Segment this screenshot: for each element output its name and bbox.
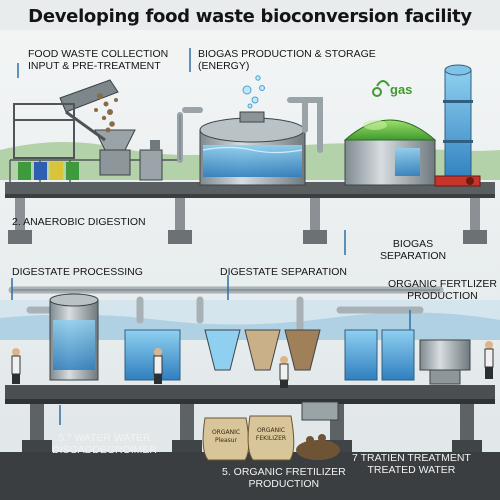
- label-organic-fertilizer: ORGANIC FERTLIZER PRODUCTION: [388, 278, 497, 302]
- sack-1-label-line2: Pleasur: [215, 437, 238, 444]
- label-collection-line1: FOOD WASTE COLLECTION: [28, 48, 169, 60]
- compost-pile: [296, 434, 340, 460]
- lower-platform: [5, 385, 495, 399]
- label-collection-line2: INPUT & PRE-TREATMENT: [28, 60, 161, 72]
- discharge-hopper: [301, 401, 339, 421]
- label-water-line2: DISGADDEGROIMER: [52, 444, 158, 456]
- fertilizer-mixer: [419, 339, 471, 385]
- water-tank-2: [344, 329, 415, 381]
- label-biogas-separation-line1: BIOGAS: [392, 238, 434, 250]
- sack-2-label-line2: FEKILIZER: [256, 435, 286, 442]
- biogas-bubbles: [242, 75, 265, 109]
- label-collection: FOOD WASTE COLLECTION INPUT & PRE-TREATM…: [28, 48, 168, 72]
- label-biogas-separation-line2: SEPARATION: [380, 250, 447, 262]
- label-digestate-processing: DIGESTATE PROCESSING: [12, 266, 143, 278]
- worker-figure: [153, 348, 163, 384]
- label-anaerobic: 2. ANAEROBIC DIGESTION: [12, 216, 146, 228]
- label-organic-fertilizer-line2: PRODUCTION: [407, 290, 478, 302]
- digester-tank: [199, 111, 306, 186]
- purification-tower: [443, 64, 473, 183]
- label-treatment-line1: 7 TRATIEN TREATMENT: [352, 452, 471, 464]
- label-water: 5.° WATER WATER DISGADDEGROIMER: [52, 432, 157, 456]
- waste-hopper: [59, 79, 136, 176]
- sack-1-label-line1: ORGANIC: [212, 429, 240, 436]
- gas-holder-dome: [343, 119, 437, 186]
- label-organic-fertilizer-line1: ORGANIC FERTLIZER: [388, 278, 497, 290]
- gas-logo-mark: [372, 80, 390, 97]
- label-digestate-separation: DIGESTATE SEPARATION: [220, 266, 347, 278]
- waste-bins: [18, 162, 79, 180]
- diagram-title: Developing food waste bioconversion faci…: [28, 6, 472, 27]
- label-treatment-line2: TREATED WATER: [367, 464, 456, 476]
- label-fertilizer-production: 5. ORGANIC FRETILIZER PRODUCTION: [222, 466, 346, 490]
- label-biogas-line1: BIOGAS PRODUCTION & STORAGE: [198, 48, 376, 60]
- worker-figure: [279, 356, 289, 388]
- waste-particles: [94, 93, 118, 133]
- label-biogas-line2: (ENERGY): [198, 60, 250, 72]
- label-treatment: 7 TRATIEN TREATMENT TREATED WATER: [352, 452, 471, 476]
- water-tank-1: [124, 329, 181, 381]
- label-fertilizer-production-line2: PRODUCTION: [248, 478, 320, 490]
- worker-figure: [11, 348, 21, 384]
- fertilizer-sack: [247, 415, 295, 461]
- fertilizer-sack: [202, 417, 250, 461]
- label-water-line1: 5.° WATER WATER: [58, 432, 151, 444]
- digestate-tank: [49, 293, 99, 381]
- label-fertilizer-production-line1: 5. ORGANIC FRETILIZER: [222, 466, 346, 478]
- label-biogas: BIOGAS PRODUCTION & STORAGE (ENERGY): [198, 48, 376, 72]
- label-biogas-separation: BIOGAS SEPARATION: [380, 238, 446, 262]
- sack-2-label-line1: ORGANIC: [257, 427, 285, 434]
- separator-cones: [204, 329, 321, 371]
- chp-engine: [434, 175, 481, 187]
- gas-logo-text: gas: [390, 82, 413, 97]
- worker-figure: [484, 341, 494, 379]
